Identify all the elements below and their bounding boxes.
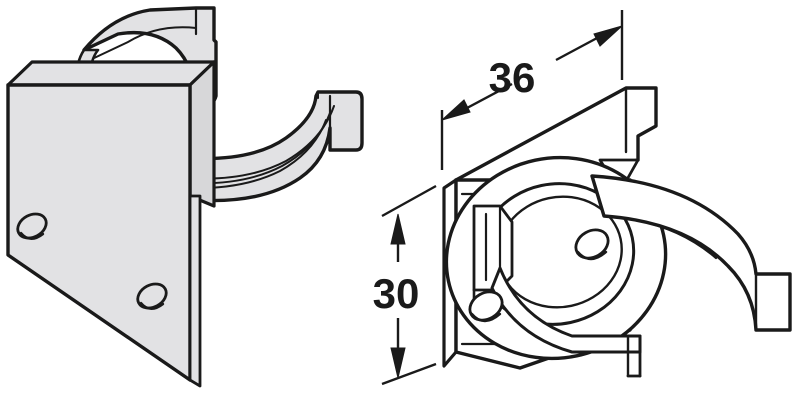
clip-band xyxy=(490,266,642,378)
mounting-plate-top-bevel xyxy=(6,60,216,87)
dimension-30-label: 30 xyxy=(373,270,420,317)
mounting-plate-side-face xyxy=(188,60,216,208)
latch-detail xyxy=(472,204,514,314)
screw-hole-upper xyxy=(574,228,610,261)
right-view xyxy=(442,86,792,378)
screw-hole-lower xyxy=(468,290,504,323)
screw-hole-lower xyxy=(136,282,168,310)
dimension-36: 36 xyxy=(440,10,624,170)
dimension-30: 30 xyxy=(373,184,437,386)
clip-lower-arm xyxy=(184,90,364,203)
mounting-plate-edge-strip xyxy=(188,194,202,388)
clip-arm xyxy=(590,174,792,332)
left-view xyxy=(6,6,364,388)
screw-hole-upper xyxy=(16,212,48,240)
dimension-36-label: 36 xyxy=(489,54,536,101)
